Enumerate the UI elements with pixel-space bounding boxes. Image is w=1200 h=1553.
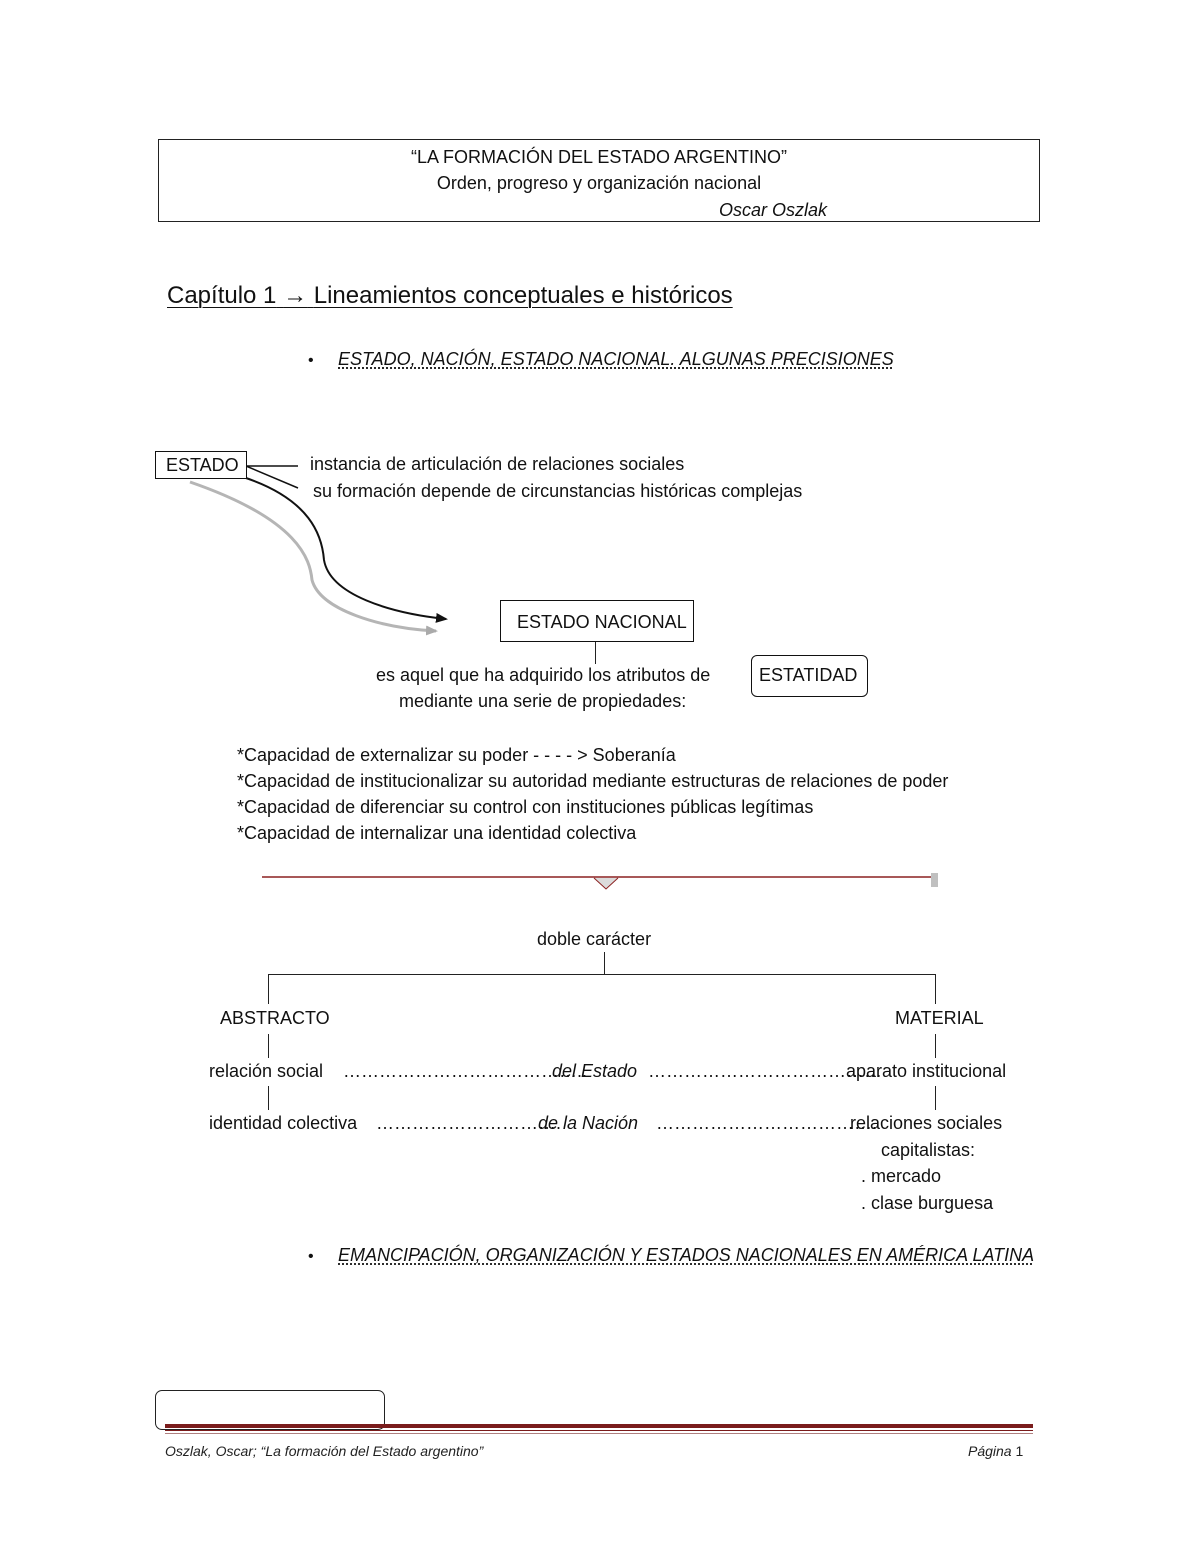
de-la-nacion-text: de la Nación	[538, 1113, 639, 1133]
chapter-label: Capítulo 1	[167, 282, 277, 309]
estado-box: ESTADO	[155, 451, 247, 479]
row1-dots-left: …………………………………..	[343, 1061, 588, 1081]
row2-dots-left: ………………………….	[376, 1113, 562, 1133]
abstracto-label: ABSTRACTO	[220, 1008, 330, 1028]
aparato-institucional-text: aparato institucional	[846, 1061, 1007, 1081]
document-author: Oscar Oszlak	[719, 200, 828, 220]
arrow-right-icon: →	[283, 282, 308, 309]
estado-nacional-label: ESTADO NACIONAL	[517, 612, 687, 632]
capacity-item-1: *Capacidad de externalizar su poder - - …	[237, 745, 676, 765]
bullet-icon: •	[308, 1248, 314, 1265]
estatidad-box: ESTATIDAD	[751, 655, 868, 697]
chapter-title: Lineamientos conceptuales e históricos	[313, 282, 733, 309]
page-label: Página	[968, 1443, 1012, 1459]
estado-desc-1: instancia de articulación de relaciones …	[310, 454, 685, 474]
doble-caracter-title: doble carácter	[537, 929, 652, 949]
relaciones-sociales-text: relaciones sociales	[850, 1113, 1003, 1133]
chapter-heading: Capítulo 1 → Lineamientos conceptuales e…	[167, 282, 733, 310]
capacity-item-3: *Capacidad de diferenciar su control con…	[237, 797, 814, 817]
capacity-item-2: *Capacidad de institucionalizar su autor…	[237, 771, 949, 791]
clase-burguesa-item: . clase burguesa	[861, 1193, 994, 1213]
estado-nacional-box: ESTADO NACIONAL	[500, 600, 694, 642]
relacion-social-text: relación social	[209, 1061, 324, 1081]
capacity-item-4: *Capacidad de internalizar una identidad…	[237, 823, 637, 843]
curved-arrow-shadow	[189, 480, 438, 636]
identidad-colectiva-text: identidad colectiva	[209, 1113, 358, 1133]
estatidad-label: ESTATIDAD	[759, 665, 858, 685]
bullet-icon: •	[308, 352, 314, 369]
estado-nacional-desc-2: mediante una serie de propiedades:	[399, 691, 687, 711]
material-label: MATERIAL	[895, 1008, 984, 1028]
section-heading-1: • ESTADO, NACIÓN, ESTADO NACIONAL. ALGUNA…	[308, 348, 894, 372]
estado-box-label: ESTADO	[166, 455, 239, 475]
footer-blank-box	[155, 1390, 385, 1430]
page-number: 1	[1015, 1443, 1024, 1459]
section-heading-2: • EMANCIPACIÓN, ORGANIZACIÓN Y ESTADOS NA…	[308, 1244, 1034, 1268]
capitalistas-text: capitalistas:	[881, 1140, 976, 1160]
footer-citation: Oszlak, Oscar; “La formación del Estado …	[165, 1443, 484, 1459]
document-subtitle: Orden, progreso y organización nacional	[436, 173, 762, 193]
footer-page: Página 1	[968, 1442, 1023, 1460]
estado-nacional-desc-1: es aquel que ha adquirido los atributos …	[376, 665, 711, 685]
section-title-2: EMANCIPACIÓN, ORGANIZACIÓN Y ESTADOS NAC…	[338, 1245, 1035, 1265]
del-estado-text: del Estado	[552, 1061, 638, 1081]
row1-dots-right: …………………………………	[648, 1061, 882, 1081]
estado-desc-2: su formación depende de circunstancias h…	[313, 481, 803, 501]
document-title: “LA FORMACIÓN DEL ESTADO ARGENTINO”	[410, 147, 788, 167]
mercado-item: . mercado	[861, 1166, 942, 1186]
row2-dots-right: ……………………………….	[656, 1113, 878, 1133]
curved-arrow	[245, 477, 448, 623]
document-header-box: “LA FORMACIÓN DEL ESTADO ARGENTINO” Orde…	[158, 139, 1040, 222]
section-title-1: ESTADO, NACIÓN, ESTADO NACIONAL. ALGUNAS…	[338, 349, 894, 369]
footer-rule	[165, 1424, 1033, 1428]
